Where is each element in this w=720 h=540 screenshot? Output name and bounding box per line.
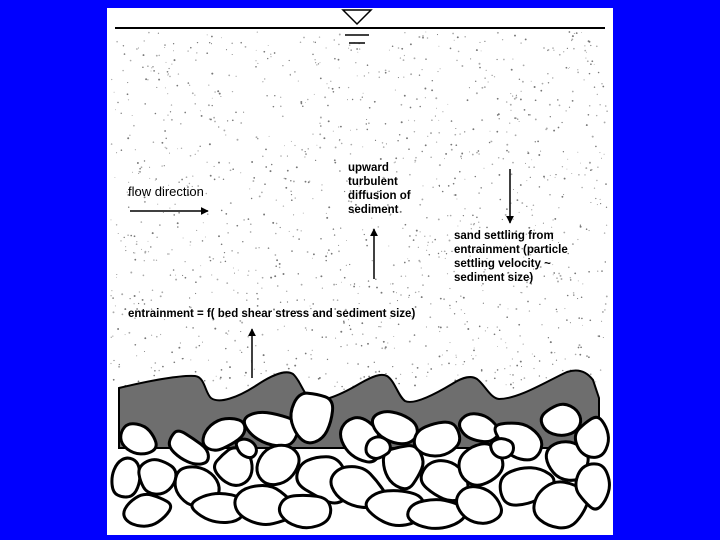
water-level-triangle-icon: [341, 9, 373, 26]
diagram-panel: flow direction upward turbulent diffusio…: [107, 8, 613, 535]
upward-diffusion-label: upward turbulent diffusion of sediment: [348, 162, 411, 216]
gravel-stone: [190, 491, 247, 525]
gravel-stone: [137, 458, 178, 496]
gravel-stone: [406, 498, 468, 530]
sediment-transport-diagram: [110, 9, 611, 530]
gravel-stone: [234, 437, 258, 460]
gravel-stone: [119, 422, 158, 456]
gravel-stone: [489, 437, 515, 460]
gravel-stone: [364, 435, 392, 460]
gravel-stone: [201, 416, 247, 452]
gravel-stone: [122, 492, 173, 528]
gravel-stone: [574, 462, 611, 511]
gravel-stone: [532, 480, 590, 530]
gravel-stone: [457, 442, 505, 487]
gravel-stone: [370, 410, 419, 446]
gravel-stone: [242, 410, 300, 448]
flow-direction-label: flow direction: [128, 184, 204, 199]
gravel-stone: [455, 485, 503, 525]
gravel-bed: [110, 391, 611, 530]
gravel-stone: [167, 429, 210, 466]
gravel-stone: [110, 456, 142, 499]
water-surface: [115, 9, 605, 44]
gravel-stone: [255, 443, 301, 487]
gravel-stone: [381, 444, 425, 491]
sand-settling-label: sand settling from entrainment (particle…: [454, 230, 568, 284]
gravel-stone: [289, 391, 335, 445]
gravel-stone: [277, 493, 333, 530]
gravel-stone: [412, 420, 462, 458]
entrainment-label: entrainment = f( bed shear stress and se…: [128, 308, 416, 320]
gravel-stone: [573, 415, 610, 459]
